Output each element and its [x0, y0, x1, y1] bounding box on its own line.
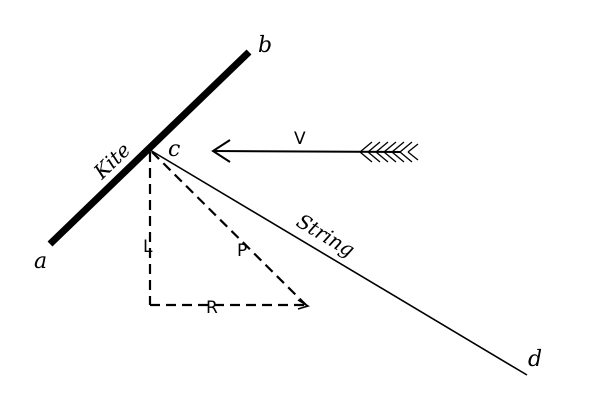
kite-line: [47, 49, 252, 247]
arrowhead-r: [297, 299, 310, 310]
label-c: c: [168, 137, 180, 162]
label-r: R: [206, 298, 218, 318]
label-d: d: [528, 347, 542, 372]
label-b: b: [258, 33, 272, 58]
label-v: V: [294, 129, 306, 149]
wind-arrow-feathers-icon: [359, 141, 419, 163]
label-l: L: [143, 237, 153, 257]
wind-arrowhead-icon: [211, 139, 231, 163]
label-a: a: [34, 249, 47, 274]
string-line: [149, 149, 528, 376]
pressure-vector-p: [151, 151, 307, 306]
wind-arrow: [211, 139, 419, 163]
label-p: P: [237, 241, 247, 261]
wind-arrow-shaft: [212, 150, 401, 153]
